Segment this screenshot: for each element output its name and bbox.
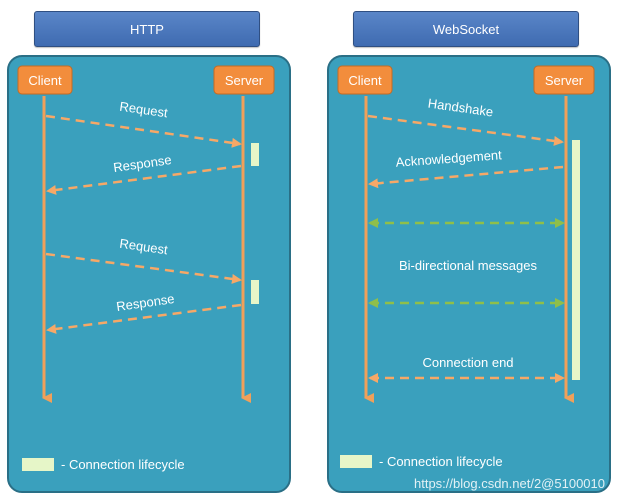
websocket-title-tab: WebSocket: [353, 11, 579, 47]
http-panel-bg: [7, 55, 291, 493]
watermark-text: https://blog.csdn.net/2@5100010: [414, 476, 605, 491]
websocket-handshake-arrow: [367, 114, 564, 146]
http-response-arrow-2: [46, 303, 242, 334]
http-panel: Client Server Request Response Request R…: [7, 55, 291, 493]
http-client-box: [17, 65, 73, 95]
http-client-label: Client: [28, 73, 62, 88]
websocket-client-label: Client: [348, 73, 382, 88]
http-lifecycle-bar-1: [251, 143, 259, 166]
http-server-box: [213, 65, 275, 95]
websocket-panel: Client Server Handshake Acknowledgement …: [327, 55, 611, 493]
websocket-lifecycle-bar: [572, 140, 580, 380]
websocket-legend-label: - Connection lifecycle: [379, 454, 503, 469]
http-lifecycle-bar-2: [251, 280, 259, 304]
websocket-connection-end-label: Connection end: [422, 355, 513, 370]
http-legend-swatch: [22, 458, 54, 471]
websocket-server-label: Server: [545, 73, 584, 88]
websocket-ack-label: Acknowledgement: [395, 147, 502, 169]
websocket-panel-bg: [327, 55, 611, 493]
http-legend-label: - Connection lifecycle: [61, 457, 185, 472]
websocket-ack-arrow: [368, 165, 564, 189]
http-title-tab: HTTP: [34, 11, 260, 47]
http-request-label-1: Request: [119, 99, 169, 121]
websocket-client-box: [337, 65, 393, 95]
websocket-legend-swatch: [340, 455, 372, 468]
http-server-label: Server: [225, 73, 264, 88]
http-request-arrow-2: [45, 252, 242, 284]
websocket-bidi-label: Bi-directional messages: [399, 258, 538, 273]
http-title: HTTP: [130, 21, 164, 37]
http-request-label-2: Request: [119, 236, 169, 258]
http-response-arrow-1: [46, 164, 242, 195]
websocket-title: WebSocket: [432, 21, 500, 37]
websocket-server-box: [533, 65, 595, 95]
http-request-arrow-1: [45, 114, 242, 148]
